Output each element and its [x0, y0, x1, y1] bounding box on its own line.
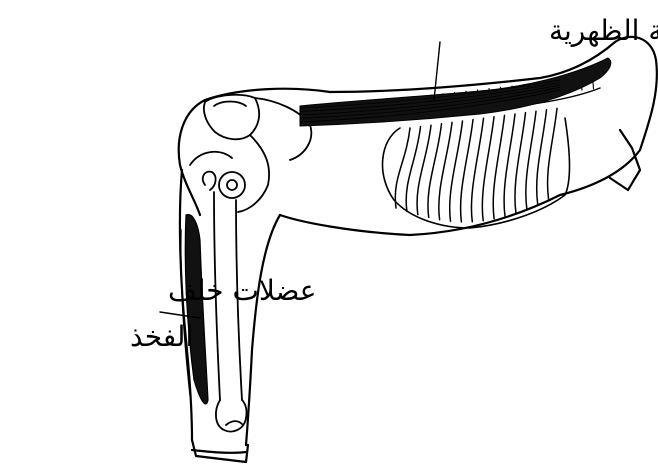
rib [548, 108, 557, 199]
hamstring-muscle [181, 214, 208, 403]
pelvis-bones [190, 95, 311, 212]
hamstring-label-line1: عضلات خلف [168, 274, 317, 307]
rib [395, 128, 410, 208]
rib-cage [383, 108, 570, 228]
rib [526, 111, 536, 208]
hamstring-label-line2: الفخذ [130, 320, 193, 353]
rib [515, 113, 526, 213]
rib [482, 117, 494, 221]
back-muscle-label: المستقيمة الظهرية [549, 14, 658, 47]
rib [537, 110, 547, 204]
rib [493, 115, 504, 218]
rib [504, 114, 515, 216]
back-muscle-leader-line [434, 42, 440, 100]
